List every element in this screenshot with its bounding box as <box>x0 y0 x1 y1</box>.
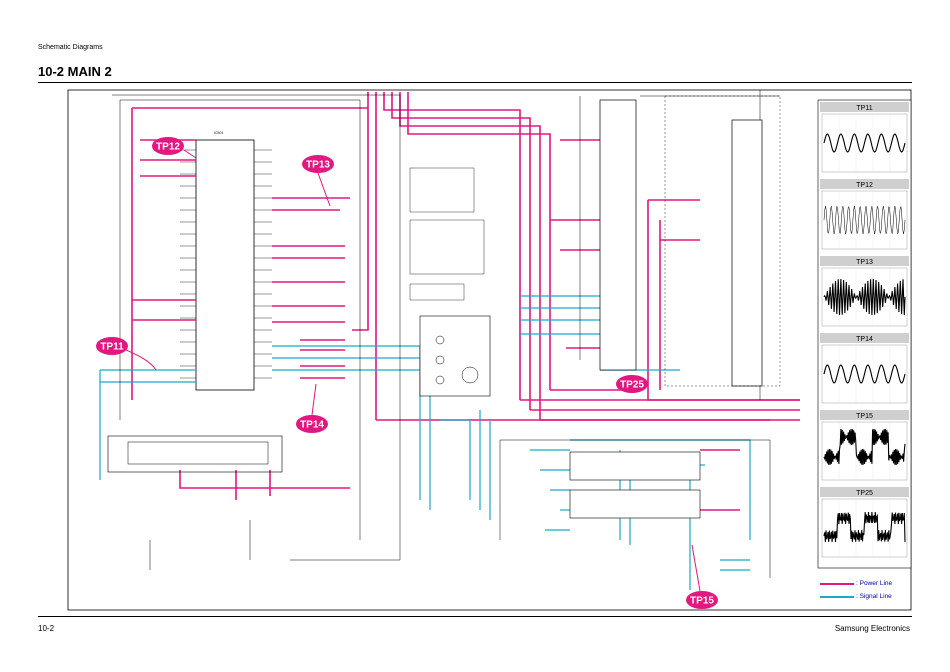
svg-text:TP13: TP13 <box>306 160 330 171</box>
option-tables <box>409 167 485 301</box>
waveform-label: TP13 <box>856 259 873 266</box>
signal-line-swatch <box>820 596 854 598</box>
tp12-marker: TP12 <box>152 137 197 159</box>
svg-text:TP25: TP25 <box>620 380 644 391</box>
main-ic: IC501 <box>180 131 272 391</box>
company-name: Samsung Electronics <box>834 624 910 633</box>
footer-rule <box>38 616 912 617</box>
wiring <box>112 90 780 578</box>
svg-text:TP14: TP14 <box>300 420 324 431</box>
waveform-label: TP14 <box>856 336 873 343</box>
amp-ic <box>107 435 283 473</box>
tuner-2 <box>664 95 781 387</box>
waveform-trace <box>823 428 906 466</box>
waveform-header-4 <box>820 410 909 420</box>
page-number: 10-2 <box>38 624 55 633</box>
svg-text:TP15: TP15 <box>690 596 714 607</box>
tuner-1 <box>599 99 637 371</box>
svg-text:IC501: IC501 <box>214 131 223 135</box>
power-line-swatch <box>820 583 854 585</box>
waveform-header-2 <box>820 256 909 266</box>
waveform-header-3 <box>820 333 909 343</box>
tp15-marker: TP15 <box>686 544 718 609</box>
waveform-trace <box>823 364 906 384</box>
tp13-marker: TP13 <box>302 155 334 207</box>
waveform-trace <box>823 511 906 543</box>
power-lines <box>131 92 800 511</box>
scart-block <box>569 451 701 519</box>
waveform-label: TP15 <box>856 413 873 420</box>
waveform-trace <box>823 205 906 235</box>
tp12-label: TP12 <box>156 142 180 153</box>
page-title: 10-2 MAIN 2 <box>38 64 112 79</box>
waveform-label: TP12 <box>856 182 873 189</box>
waveform-label: TP25 <box>856 490 873 497</box>
svg-text:TP11: TP11 <box>100 342 124 353</box>
waveform-screen <box>821 421 908 481</box>
av-jack-block <box>419 315 491 397</box>
tp14-marker: TP14 <box>296 383 328 433</box>
title-rule <box>38 82 912 83</box>
waveform-header-0 <box>820 102 909 112</box>
waveform-label: TP11 <box>856 105 872 112</box>
waveform-trace <box>823 133 906 153</box>
section-header: Schematic Diagrams <box>38 44 103 51</box>
signal-line-legend: : Signal Line <box>856 593 892 600</box>
tp25-marker: TP25 <box>616 375 648 393</box>
tp11-marker: TP11 <box>96 337 157 371</box>
waveform-header-5 <box>820 487 909 497</box>
power-line-legend: : Power Line <box>856 580 893 587</box>
waveform-header-1 <box>820 179 909 189</box>
waveform-trace <box>823 278 906 316</box>
